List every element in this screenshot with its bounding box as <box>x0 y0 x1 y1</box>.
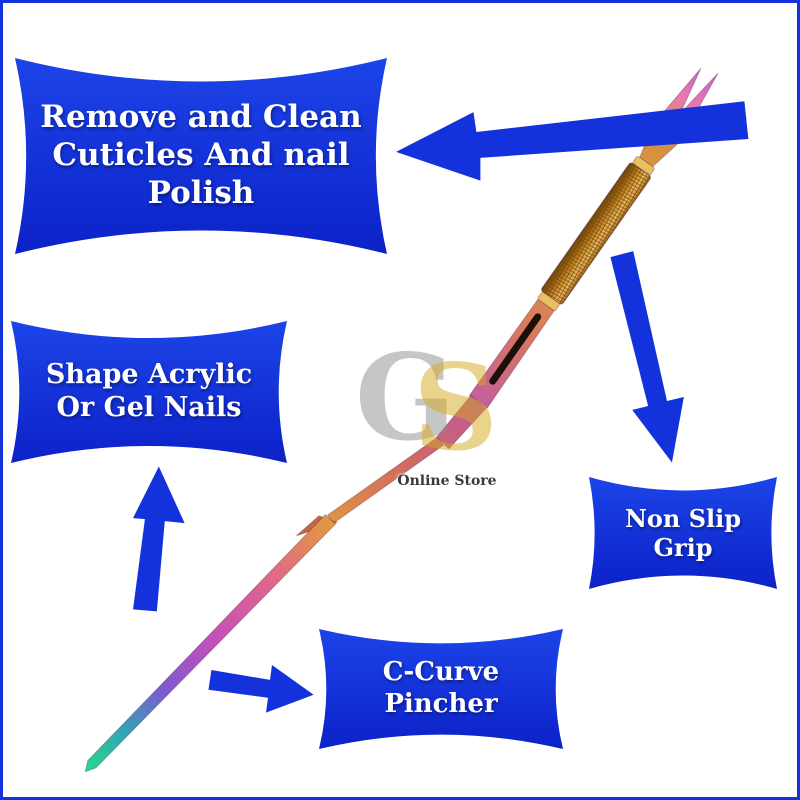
label-non-slip-grip: Non Slip Grip <box>589 477 777 589</box>
banner-shape <box>15 58 387 254</box>
arrow-to-remove-clean-label-icon <box>396 101 749 181</box>
c-curve-pincher-bend <box>326 436 444 525</box>
arrow-to-non-slip-label-icon <box>610 251 684 463</box>
banner-text: C-Curve Pincher <box>382 657 500 719</box>
banner-text: Non Slip Grip <box>624 503 742 562</box>
label-c-curve-pincher: C-Curve Pincher <box>319 629 563 749</box>
banner-text: Shape Acrylic Or Gel Nails <box>45 359 253 423</box>
banner-shape <box>11 321 287 463</box>
arrow-to-shape-nails-label-icon <box>133 466 185 612</box>
nail-tool-illustration <box>84 67 719 773</box>
lower-shaft <box>435 394 487 450</box>
arrow-to-c-curve-label-icon <box>208 664 314 713</box>
callout-arrows <box>133 101 749 713</box>
label-remove-clean-cuticles: Remove and Clean Cuticles And nail Polis… <box>15 58 387 254</box>
banner-shape <box>319 629 563 749</box>
shaping-blade <box>84 514 337 773</box>
banner-text: Remove and Clean Cuticles And nail Polis… <box>40 99 362 211</box>
shaft-slot-cutout <box>489 313 542 385</box>
banner-shape <box>589 477 777 589</box>
label-shape-acrylic-nails: Shape Acrylic Or Gel Nails <box>11 321 287 463</box>
